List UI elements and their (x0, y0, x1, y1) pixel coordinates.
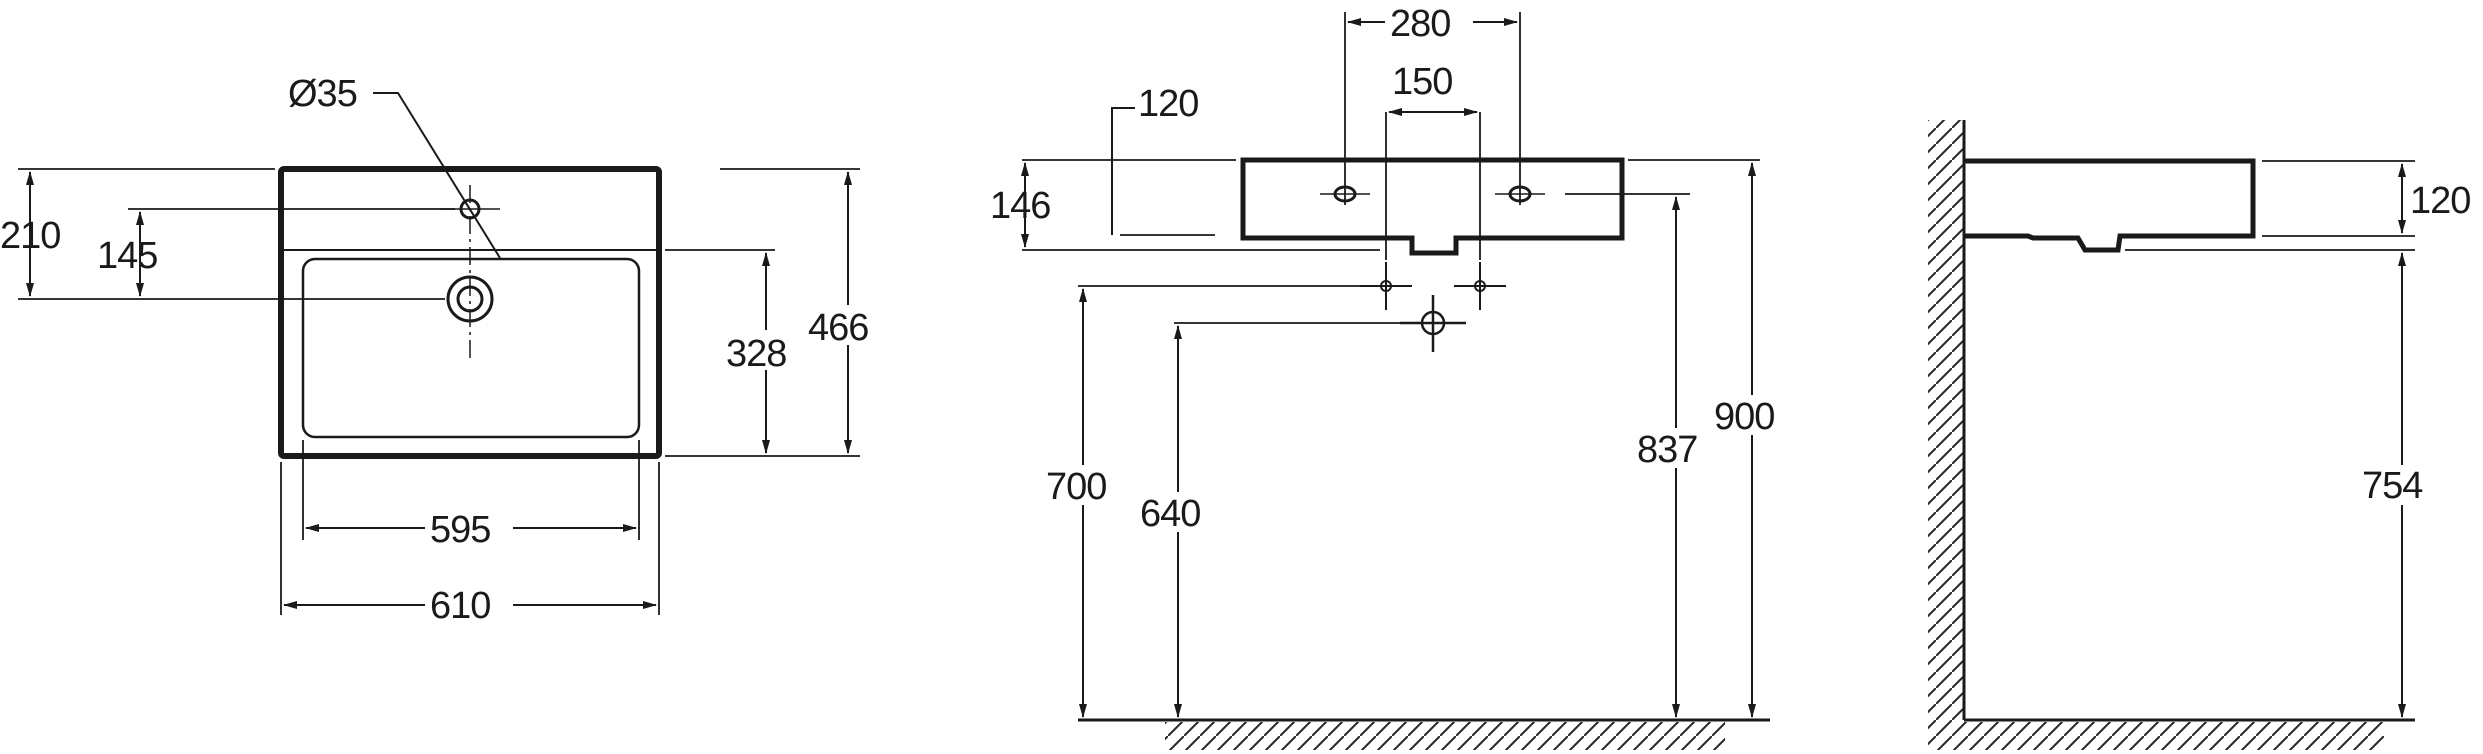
basin-side-profile (1964, 158, 2256, 253)
label-700: 700 (1046, 466, 1106, 508)
inner-bowl (301, 257, 641, 439)
label-146: 146 (990, 185, 1050, 227)
label-466: 466 (808, 307, 868, 349)
label-diameter: Ø35 (288, 73, 357, 115)
floor-hatch-side (1964, 722, 2384, 750)
front-view-labels: 280 150 120 146 700 640 837 900 (990, 2, 1798, 535)
basin-outline (278, 166, 662, 459)
wall-hatch (1928, 120, 1964, 750)
label-280: 280 (1390, 3, 1450, 45)
label-754: 754 (2362, 465, 2423, 507)
label-145: 145 (97, 235, 157, 277)
inlet-left-symbol (1360, 262, 1412, 310)
label-120-side: 120 (2410, 180, 2470, 222)
side-view (1928, 120, 2415, 750)
label-837: 837 (1637, 429, 1697, 471)
front-view (1021, 12, 1770, 750)
label-150: 150 (1392, 61, 1452, 103)
leader-120 (1111, 107, 1135, 235)
basin-profile (1240, 157, 1625, 256)
diameter-leader (373, 92, 501, 259)
drain-outlet-symbol (1400, 295, 1466, 352)
side-view-labels: 120 754 (2362, 180, 2471, 507)
label-210: 210 (0, 215, 60, 257)
floor-hatch-front (1165, 722, 1725, 750)
label-595: 595 (430, 509, 490, 551)
label-120-front: 120 (1138, 83, 1198, 125)
top-view-labels: Ø35 210 145 328 466 595 610 (0, 73, 891, 627)
label-610: 610 (430, 585, 490, 627)
label-640: 640 (1140, 493, 1200, 535)
label-328: 328 (726, 333, 786, 375)
inlet-right-symbol (1454, 262, 1506, 310)
label-900: 900 (1714, 396, 1774, 438)
